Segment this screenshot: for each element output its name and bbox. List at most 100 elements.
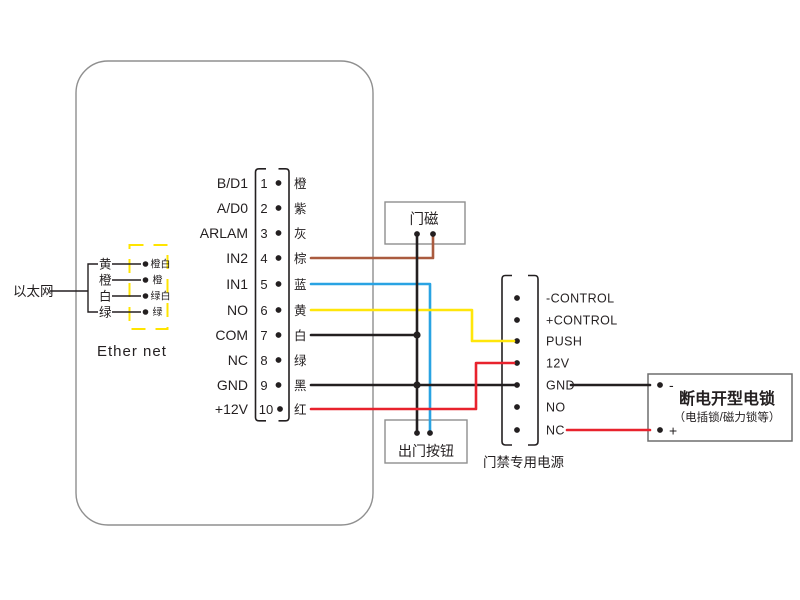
controller-outline	[75, 60, 374, 526]
pin-label: B/D1	[217, 175, 248, 191]
eth-pin-dot	[142, 293, 149, 299]
door-sensor-label: 门磁	[410, 211, 439, 228]
ethernet-bracket	[87, 263, 98, 313]
ethernet-section: 以太网 黄 橙 白 绿 橙白 橙 绿白 绿 Ether net	[13, 244, 171, 360]
pin-number: 1	[260, 176, 267, 191]
ethernet-label-cn: 以太网	[13, 284, 54, 299]
power-terminal-dot	[514, 317, 520, 323]
wire-yellow-no-to-push	[309, 308, 516, 343]
pin-dot	[275, 230, 282, 236]
power-terminal-label: NO	[546, 401, 566, 415]
pin-dot	[275, 180, 282, 186]
pin-wire-color: 白	[294, 328, 307, 343]
electric-lock: 断电开型电锁 （电插锁/磁力锁等）	[647, 373, 793, 442]
power-terminal-dot	[514, 360, 520, 366]
door-sensor: 门磁	[384, 201, 466, 245]
power-terminal-label: -CONTROL	[546, 292, 614, 306]
exit-button-terminal-dot	[414, 430, 420, 436]
junction-dot-com	[413, 331, 421, 339]
eth-pin-label: 橙	[153, 274, 163, 287]
power-terminal-dot	[514, 295, 520, 301]
lock-subtitle: （电插锁/磁力锁等）	[674, 410, 781, 424]
wire-blue-in1-to-exitbutton	[309, 282, 432, 435]
door-sensor-terminal-dot	[414, 231, 420, 237]
power-terminal-label: GND	[546, 379, 575, 393]
lock-title: 断电开型电锁	[679, 389, 775, 408]
power-bracket-left	[501, 274, 512, 446]
power-bracket-right	[528, 274, 539, 446]
eth-pin-label: 绿白	[151, 290, 171, 303]
pin-dot	[275, 281, 282, 287]
pin-number: 4	[260, 251, 267, 266]
terminal-block: B/D1 A/D0 ARLAM IN2 IN1 NO COM NC GND +1…	[200, 168, 307, 422]
door-sensor-terminal-dot	[430, 231, 436, 237]
junction-dot-gnd	[413, 381, 421, 389]
power-terminal-dot	[514, 404, 520, 410]
pin-number: 7	[260, 328, 267, 343]
pin-number: 3	[260, 226, 267, 241]
pin-dot	[275, 255, 282, 261]
pin-number: 5	[260, 277, 267, 292]
pin-wire-color: 棕	[294, 251, 307, 266]
wire-red-12v-to-power	[309, 361, 516, 411]
power-terminal-dot	[514, 382, 520, 388]
pin-wire-color: 紫	[294, 202, 307, 216]
pin-label: GND	[217, 377, 248, 393]
exit-button: 出门按钮	[384, 419, 468, 464]
pin-wire-color: 黄	[294, 304, 307, 318]
eth-pin-dot	[142, 309, 149, 315]
power-terminal-label: NC	[546, 424, 565, 438]
terminal-bracket-left	[254, 168, 266, 422]
power-terminal-label: PUSH	[546, 335, 582, 349]
eth-wire-label: 橙	[99, 273, 112, 288]
pin-number: 6	[260, 303, 267, 318]
pin-dot	[275, 382, 282, 388]
power-terminal-dot	[514, 427, 520, 433]
pin-wire-color: 红	[294, 402, 307, 417]
pin-dot	[275, 307, 282, 313]
pin-number: 8	[260, 353, 267, 368]
pin-label: +12V	[215, 401, 249, 417]
pin-label: A/D0	[217, 200, 248, 216]
lock-negative-sign: -	[669, 377, 674, 393]
pin-dot	[275, 357, 282, 363]
pin-dot	[277, 406, 283, 412]
exit-button-label: 出门按钮	[398, 443, 454, 459]
power-terminal-dot	[514, 338, 520, 344]
exit-button-terminal-dot	[427, 430, 433, 436]
exit-button-box	[384, 419, 468, 464]
pin-wire-color: 蓝	[294, 278, 307, 292]
lock-positive-terminal-dot	[657, 427, 663, 433]
pin-dot	[275, 205, 282, 211]
pin-number: 2	[260, 201, 267, 216]
pin-label: ARLAM	[200, 225, 248, 241]
ethernet-caption: Ether net	[97, 343, 167, 360]
eth-wire-label: 白	[99, 289, 112, 304]
pin-wire-color: 灰	[294, 227, 307, 241]
eth-wire-label: 绿	[99, 305, 112, 320]
eth-pin-dot	[142, 277, 149, 283]
lock-negative-terminal-dot	[657, 382, 663, 388]
pin-wire-color: 黑	[294, 379, 307, 393]
pin-dot	[275, 332, 282, 338]
eth-wire-label: 黄	[99, 258, 112, 272]
pin-label: IN2	[226, 250, 248, 266]
pin-label: NC	[228, 352, 248, 368]
pin-number: 10	[259, 402, 273, 417]
pin-wire-color: 绿	[294, 353, 307, 368]
pin-label: COM	[215, 327, 248, 343]
component-terminal-dots: - +	[414, 231, 677, 439]
lock-positive-sign: +	[669, 423, 677, 439]
eth-pin-label: 橙白	[151, 258, 171, 271]
pin-number: 9	[260, 378, 267, 393]
eth-pin-dot	[142, 261, 149, 267]
terminal-bracket-right	[278, 168, 290, 422]
pin-label: IN1	[226, 276, 248, 292]
pin-label: NO	[227, 302, 248, 318]
power-supply-caption: 门禁专用电源	[483, 455, 564, 470]
wire-brown-doorsensor-to-in2	[309, 232, 435, 260]
power-supply: -CONTROL +CONTROL PUSH 12V GND NO NC 门禁专…	[483, 274, 617, 470]
power-terminal-label: 12V	[546, 357, 570, 371]
